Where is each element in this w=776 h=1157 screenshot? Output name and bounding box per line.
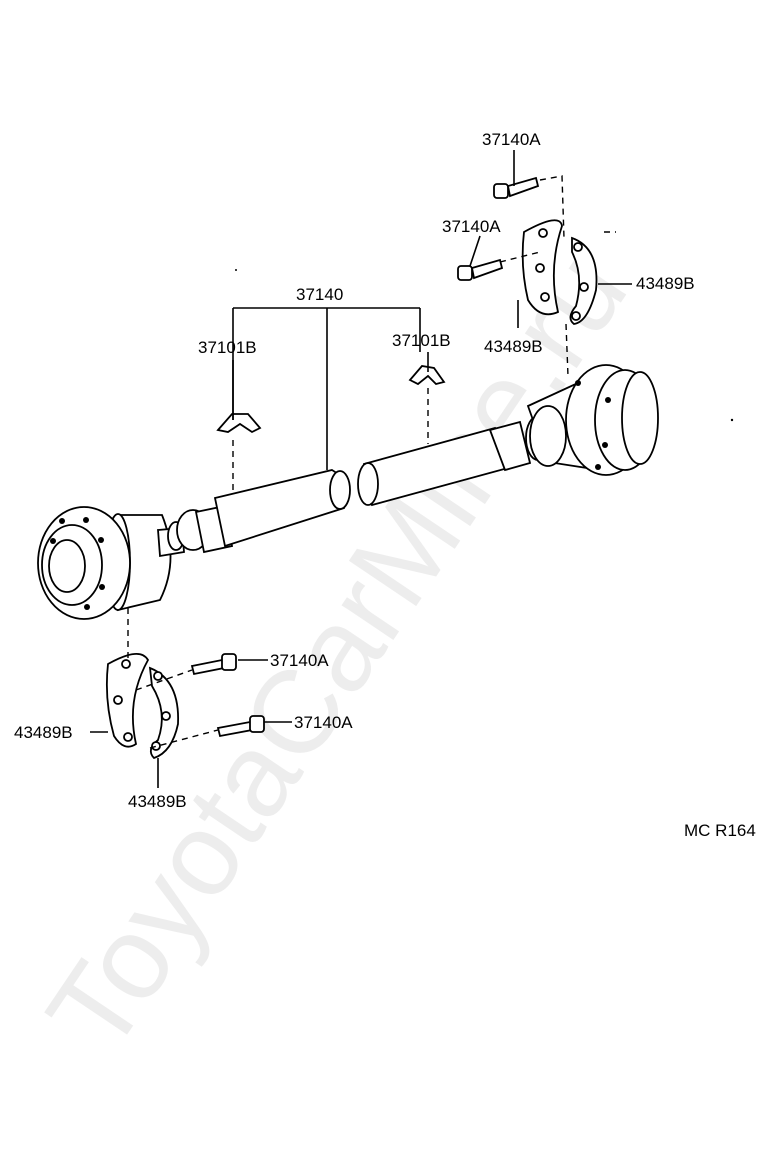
- label-bolt-lower-1: 37140A: [270, 651, 329, 670]
- label-bolt-top: 37140A: [482, 130, 541, 149]
- label-clamp-left: 37101B: [198, 338, 257, 357]
- label-plate-lower-bottom: 43489B: [128, 792, 187, 811]
- plate-upper-left: [521, 219, 563, 316]
- label-bolt-upper: 37140A: [442, 217, 501, 236]
- plate-lower-left: [105, 653, 150, 748]
- label-clamp-right: 37101B: [392, 331, 451, 350]
- front-flange-yoke: [37, 506, 172, 620]
- alignment-lines: [127, 175, 616, 749]
- clamp-right: [408, 365, 446, 386]
- bolt-upper: [457, 258, 504, 281]
- bolt-lower-2: [216, 715, 265, 738]
- label-bolt-lower-2: 37140A: [294, 713, 353, 732]
- label-plate-upper-left: 43489B: [484, 337, 543, 356]
- label-plate-lower-left: 43489B: [14, 723, 73, 742]
- figure-code: MC R164: [684, 821, 756, 840]
- plate-upper-right: [569, 236, 598, 325]
- clamp-left: [216, 413, 262, 434]
- leader-lines: [90, 150, 632, 788]
- propeller-shaft: [37, 364, 659, 620]
- rear-flange-yoke: [526, 364, 659, 476]
- plate-lower-bottom: [148, 666, 179, 760]
- bolt-lower-1: [190, 653, 237, 676]
- watermark: ToyotaCarMine.ru: [22, 229, 652, 1075]
- bolt-top: [493, 176, 540, 199]
- label-propeller-shaft: 37140: [296, 285, 343, 304]
- label-plate-upper-right: 43489B: [636, 274, 695, 293]
